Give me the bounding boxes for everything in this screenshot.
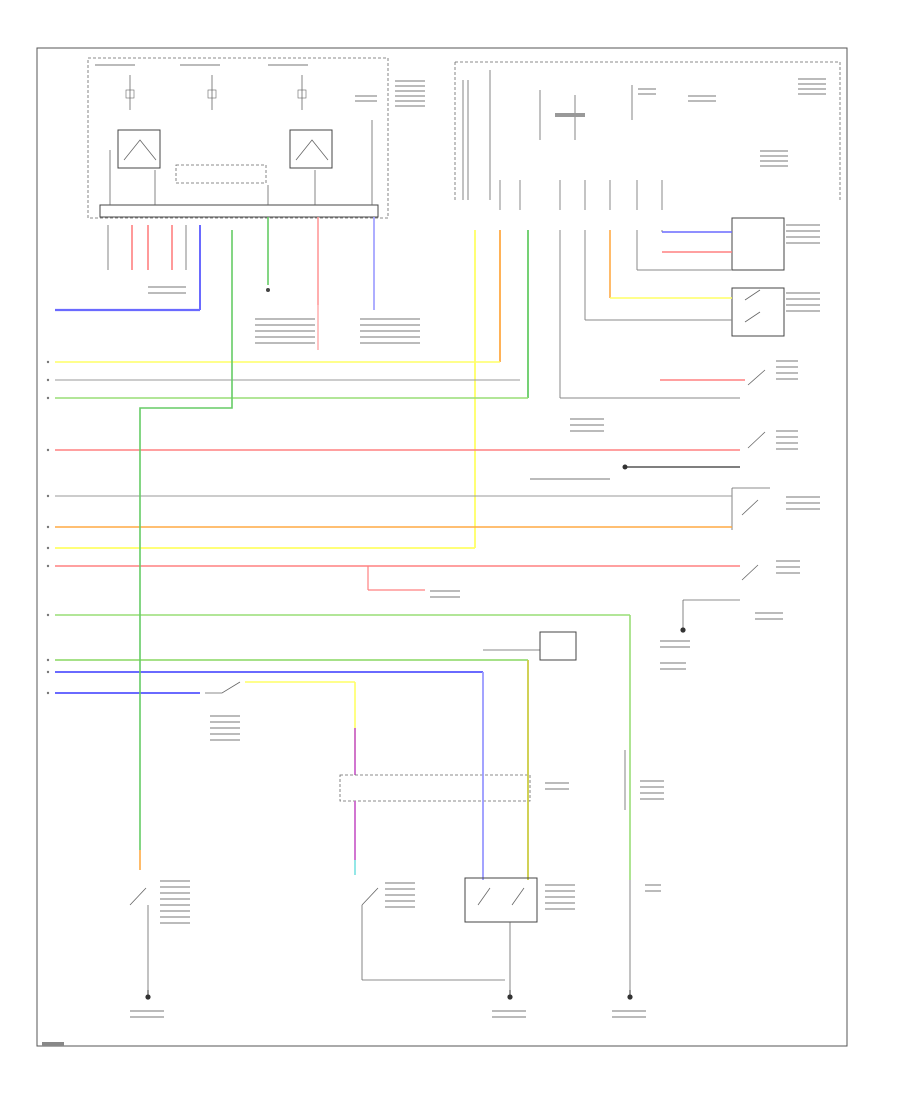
fuse-icon [125,75,307,110]
ground-icon [145,627,686,1000]
control-module-top [454,61,841,210]
illegible-label-blocks [95,64,826,1018]
fuse-box-outputs [107,217,375,350]
relay-icon [117,129,333,184]
left-terminals [46,360,50,695]
wire-green-left [139,230,233,850]
footer-tag [42,1042,64,1046]
fuse-relay-box [87,57,389,219]
module-vertical-wires [474,230,663,548]
connector-icon [339,774,531,802]
relay-icon [464,877,538,923]
diagram-border [36,47,848,1047]
right-switches [560,217,785,581]
horizontal-wires [55,361,740,880]
middle-lower [129,599,740,990]
